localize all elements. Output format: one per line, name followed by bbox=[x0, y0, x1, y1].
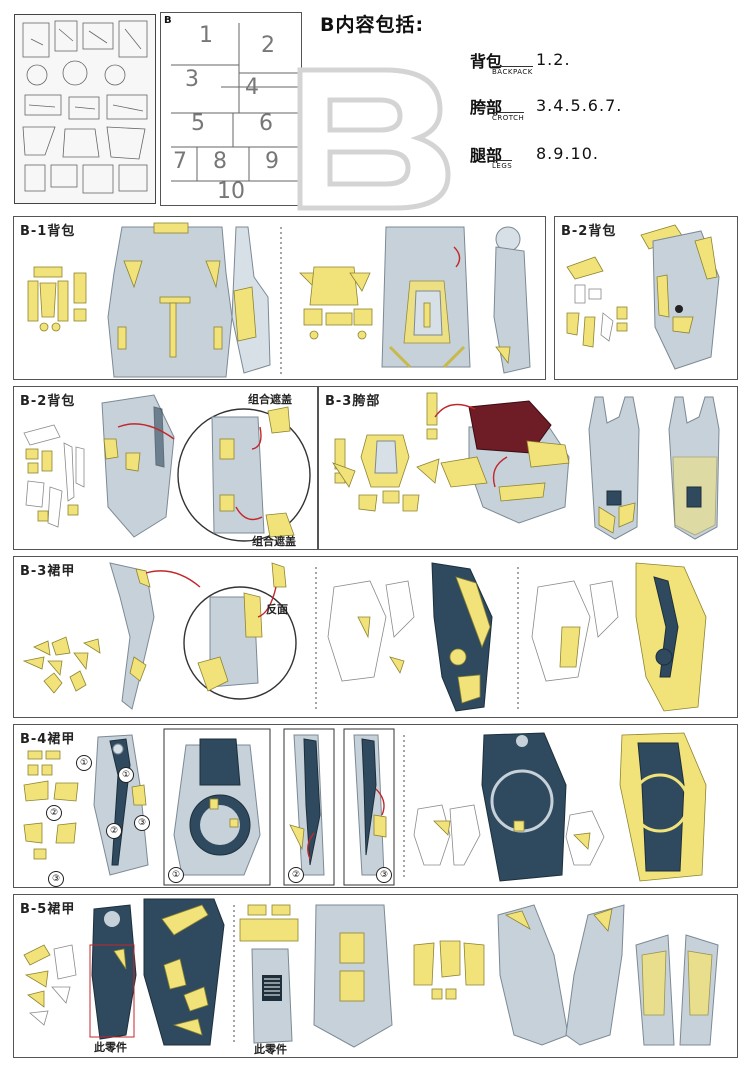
sheet-num-2: 2 bbox=[261, 33, 275, 58]
decal-sheet-thumbnail bbox=[14, 14, 156, 204]
legend-en-legs: LEGS bbox=[492, 160, 513, 170]
big-letter-b bbox=[297, 67, 451, 211]
marker-2-c: ② bbox=[288, 867, 304, 883]
marker-3-c: ③ bbox=[376, 867, 392, 883]
marker-1-c: ① bbox=[168, 867, 184, 883]
marker-1-a: ① bbox=[76, 755, 92, 771]
sheet-num-9: 9 bbox=[265, 149, 279, 174]
b2b-illustration bbox=[23, 394, 311, 542]
section-title-b5: B-5裙甲 bbox=[20, 902, 76, 917]
section-title-b3a: B-3胯部 bbox=[325, 394, 381, 409]
page-title: B内容包括: bbox=[320, 14, 425, 36]
sheet-letter-small: B bbox=[164, 15, 172, 26]
legend-en-crotch: CROTCH bbox=[492, 112, 525, 122]
sheet-num-10: 10 bbox=[217, 179, 245, 204]
section-b3-crotch: B-3胯部 bbox=[318, 386, 738, 550]
b3b-illustration bbox=[22, 562, 707, 712]
callout-bottom: 组合遮盖 bbox=[252, 535, 296, 548]
sheet-layout-lines bbox=[171, 23, 301, 182]
marker-3-b: ③ bbox=[134, 815, 150, 831]
callout-top: 组合遮盖 bbox=[248, 393, 292, 406]
section-title-b4: B-4裙甲 bbox=[20, 732, 76, 747]
b4-illustration bbox=[23, 728, 707, 886]
marker-2-b: ② bbox=[106, 823, 122, 839]
note-mid: 此零件 bbox=[254, 1043, 287, 1056]
sheet-num-4: 4 bbox=[245, 75, 259, 100]
marker-1-b: ① bbox=[118, 767, 134, 783]
section-title-b2b: B-2背包 bbox=[20, 394, 76, 409]
marker-2-a: ② bbox=[46, 805, 62, 821]
section-title-b2a: B-2背包 bbox=[561, 224, 617, 239]
b2a-illustration bbox=[566, 224, 720, 370]
section-title-b1: B-1背包 bbox=[20, 224, 76, 239]
sheet-layout-diagram: B 1 2 3 4 5 6 7 8 9 10 bbox=[160, 12, 302, 206]
legend-parts-legs: 8.9.10. bbox=[536, 144, 599, 163]
decal-sheet-pattern bbox=[22, 20, 148, 194]
section-b3-skirt: B-3裙甲 反面 bbox=[13, 556, 738, 718]
sheet-num-7: 7 bbox=[173, 149, 187, 174]
b3a-illustration bbox=[331, 392, 720, 540]
sheet-num-1: 1 bbox=[199, 23, 213, 48]
section-title-b3b: B-3裙甲 bbox=[20, 564, 76, 579]
section-b1-backpack: B-1背包 bbox=[13, 216, 546, 380]
section-b4-skirt: B-4裙甲 bbox=[13, 724, 738, 888]
marker-3-a: ③ bbox=[48, 871, 64, 887]
legend-parts-crotch: 3.4.5.6.7. bbox=[536, 96, 623, 115]
b1-illustration bbox=[27, 222, 531, 378]
sheet-num-5: 5 bbox=[191, 111, 205, 136]
sheet-num-6: 6 bbox=[259, 111, 273, 136]
callout-reverse: 反面 bbox=[266, 603, 288, 616]
section-b5-skirt: B-5裙甲 此零件 此零件 bbox=[13, 894, 738, 1058]
section-b2-backpack-b: B-2背包 组合遮盖 组合遮盖 bbox=[13, 386, 318, 550]
sheet-num-8: 8 bbox=[213, 149, 227, 174]
legend-en-backpack: BACKPACK bbox=[492, 66, 533, 76]
note-left: 此零件 bbox=[94, 1041, 127, 1054]
section-b2-backpack-a: B-2背包 bbox=[554, 216, 738, 380]
b5-illustration bbox=[23, 898, 719, 1048]
legend-parts-backpack: 1.2. bbox=[536, 50, 571, 69]
sheet-num-3: 3 bbox=[185, 67, 199, 92]
